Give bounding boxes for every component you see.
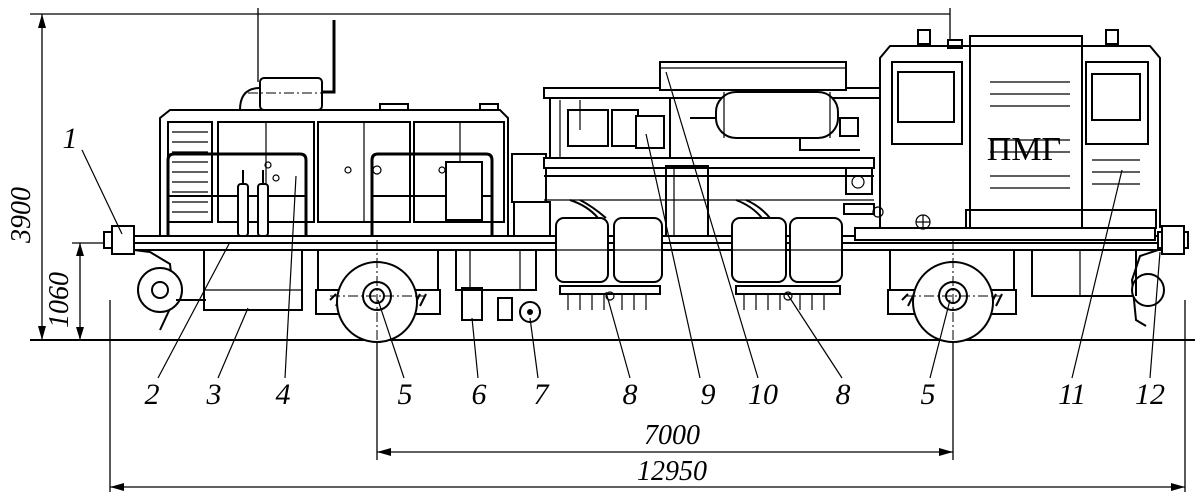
leader-lines <box>81 71 1161 379</box>
callout-7: 7 <box>534 378 551 411</box>
dim-height-total: 3900 <box>6 187 37 244</box>
dimension-lines <box>30 8 1195 492</box>
callout-2: 2 <box>145 378 160 411</box>
cab-plate: ПМГ <box>987 131 1061 168</box>
callout-8-left: 8 <box>623 378 638 411</box>
callout-6: 6 <box>472 378 487 411</box>
callout-1: 1 <box>63 122 78 155</box>
callout-10: 10 <box>748 378 778 411</box>
callout-12: 12 <box>1135 378 1165 411</box>
callout-8-right: 8 <box>836 378 851 411</box>
middle-equipment <box>455 61 884 323</box>
dim-height-coupler: 1060 <box>44 272 75 328</box>
bogie-front <box>315 240 441 343</box>
callout-9: 9 <box>701 378 716 411</box>
dim-length-total: 12950 <box>637 456 707 487</box>
callout-11: 11 <box>1058 378 1086 411</box>
engine-hood <box>159 20 551 237</box>
callout-5-front: 5 <box>398 378 413 411</box>
callout-3: 3 <box>206 378 222 411</box>
cab: ПМГ <box>879 29 1161 230</box>
callout-4: 4 <box>276 378 291 411</box>
bogie-rear <box>887 240 1017 343</box>
front-coupler <box>103 225 206 331</box>
dim-wheelbase: 7000 <box>644 420 700 451</box>
callout-5-rear: 5 <box>921 378 936 411</box>
callout-labels: 1 2 3 4 5 6 7 8 9 10 8 5 11 12 <box>63 122 1166 411</box>
